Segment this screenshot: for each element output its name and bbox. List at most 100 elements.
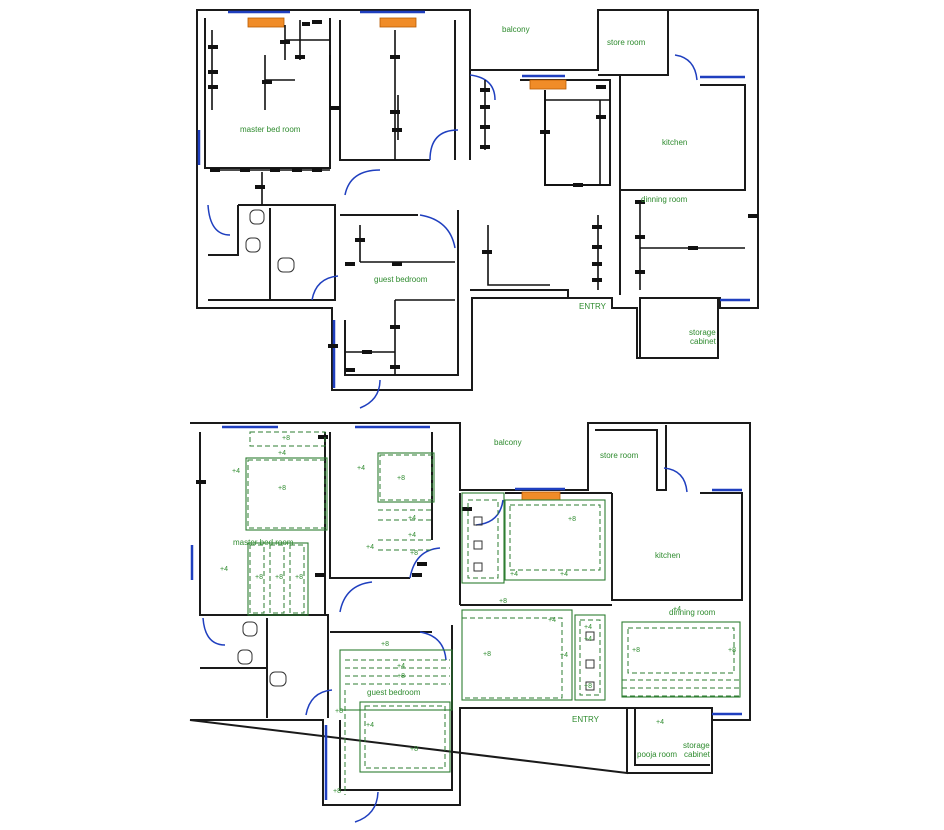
level-mark: +8 <box>568 516 576 523</box>
room-label-cabinet: cabinet <box>684 750 711 759</box>
bathroom-wall <box>200 614 329 718</box>
level-mark: +4 <box>560 652 568 659</box>
door-swing <box>429 129 459 161</box>
level-mark: +8 <box>728 647 736 654</box>
door-swing <box>409 547 441 579</box>
ac-unit <box>521 491 561 501</box>
level-mark: +4 <box>220 566 228 573</box>
toilet-fixture <box>249 209 265 225</box>
level-mark: +4 <box>408 532 416 539</box>
room-label-master-bed-room: master bed room <box>240 125 301 134</box>
ac-unit <box>529 79 567 90</box>
level-mark: +4 <box>584 636 592 643</box>
kitchen-wall <box>611 492 743 601</box>
level-mark: +4 <box>278 450 286 457</box>
room-label-storage: storage <box>683 741 710 750</box>
level-mark: +8 <box>295 574 303 581</box>
level-mark: +8 <box>410 746 418 753</box>
level-mark: +4 <box>357 465 365 472</box>
electrical-layout-plan: balcony store room master bed room kitch… <box>196 9 759 409</box>
level-mark: +4 <box>397 663 405 670</box>
level-mark: +8 <box>278 485 286 492</box>
door-swing <box>359 379 381 409</box>
door-swing <box>663 467 688 493</box>
room-label-dining-room: dinning room <box>669 608 716 617</box>
toilet-fixture <box>269 671 287 687</box>
ceiling-lights <box>473 516 595 691</box>
bathroom-wall <box>208 204 336 301</box>
level-mark: +4 <box>232 468 240 475</box>
door-swing <box>354 791 379 823</box>
level-mark: +4 <box>366 722 374 729</box>
level-mark: +8 <box>632 647 640 654</box>
room-label-kitchen: kitchen <box>662 138 687 147</box>
room-label-store-room: store room <box>607 38 646 47</box>
door-swing <box>202 617 226 646</box>
room-label-kitchen: kitchen <box>655 551 680 560</box>
switch-marks <box>208 20 758 372</box>
level-mark: +8 <box>499 598 507 605</box>
pooja-wall <box>634 708 710 766</box>
ceiling-levels: +8 +4 +4 +8 +4 +8 +4 +4 +4 +8 +4 +8 +8 +… <box>220 435 736 795</box>
level-mark: +8 <box>410 550 418 557</box>
room-label-entry: ENTRY <box>572 715 600 724</box>
entry-wall <box>470 289 569 298</box>
master-bedroom-wall <box>199 432 326 616</box>
level-mark: +4 <box>510 571 518 578</box>
level-mark: +8 <box>255 574 263 581</box>
false-ceiling-plan: +8 +4 +4 +8 +4 +8 +4 +4 +4 +8 +4 +8 +8 +… <box>189 422 751 823</box>
room-label-pooja-room: pooja room <box>637 750 677 759</box>
balcony-wall <box>469 10 599 70</box>
door-swing <box>339 581 373 613</box>
room-label-balcony: balcony <box>502 25 530 34</box>
level-mark: +4 <box>584 624 592 631</box>
ceiling-profiles <box>245 431 741 795</box>
room-label-guest-bedroom: guest bedroom <box>374 275 428 284</box>
room-label-guest-bedroom: guest bedroom <box>367 688 421 697</box>
door-swing <box>311 275 339 301</box>
door-swing <box>469 74 496 101</box>
ac-unit <box>379 17 417 28</box>
door-swing <box>305 689 333 716</box>
level-mark: +4 <box>548 617 556 624</box>
level-mark: +4 <box>408 515 416 522</box>
ac-unit <box>247 17 285 28</box>
toilet-fixture <box>277 257 295 273</box>
level-mark: +8 <box>397 475 405 482</box>
second-bedroom-wall <box>339 20 456 161</box>
toilet-fixture <box>237 649 253 665</box>
level-mark: +4 <box>560 571 568 578</box>
level-mark: +8 <box>275 574 283 581</box>
door-swing <box>419 214 456 249</box>
level-mark: +4 <box>656 719 664 726</box>
level-mark: +4 <box>673 606 681 613</box>
door-swing <box>419 631 447 661</box>
room-label-storage: storage <box>689 328 716 337</box>
level-mark: +4 <box>366 544 374 551</box>
switch-marks <box>196 435 472 577</box>
level-mark: +8 <box>282 435 290 442</box>
door-swing <box>674 54 698 81</box>
door-swing <box>475 499 504 526</box>
toilet-fixture <box>245 237 261 253</box>
level-mark: +8 <box>335 708 343 715</box>
room-label-master-bed-room: master bed room <box>233 538 294 547</box>
level-mark: +8 <box>381 641 389 648</box>
store-room-wall <box>598 10 669 76</box>
level-mark: +8 <box>397 673 405 680</box>
level-mark: +8 <box>333 788 341 795</box>
room-label-cabinet: cabinet <box>690 337 717 346</box>
toilet-fixture <box>242 621 258 637</box>
room-label-balcony: balcony <box>494 438 522 447</box>
room-label-store-room: store room <box>600 451 639 460</box>
storage-wall <box>639 298 719 359</box>
kitchen-wall <box>619 75 746 295</box>
level-mark: +8 <box>483 651 491 658</box>
room-label-dining-room: dinning room <box>641 195 688 204</box>
level-mark: +8 <box>584 683 592 690</box>
guest-bedroom-wall <box>340 210 459 376</box>
balcony-wall <box>459 423 589 490</box>
door-swing <box>207 204 231 236</box>
door-swing <box>344 169 381 196</box>
